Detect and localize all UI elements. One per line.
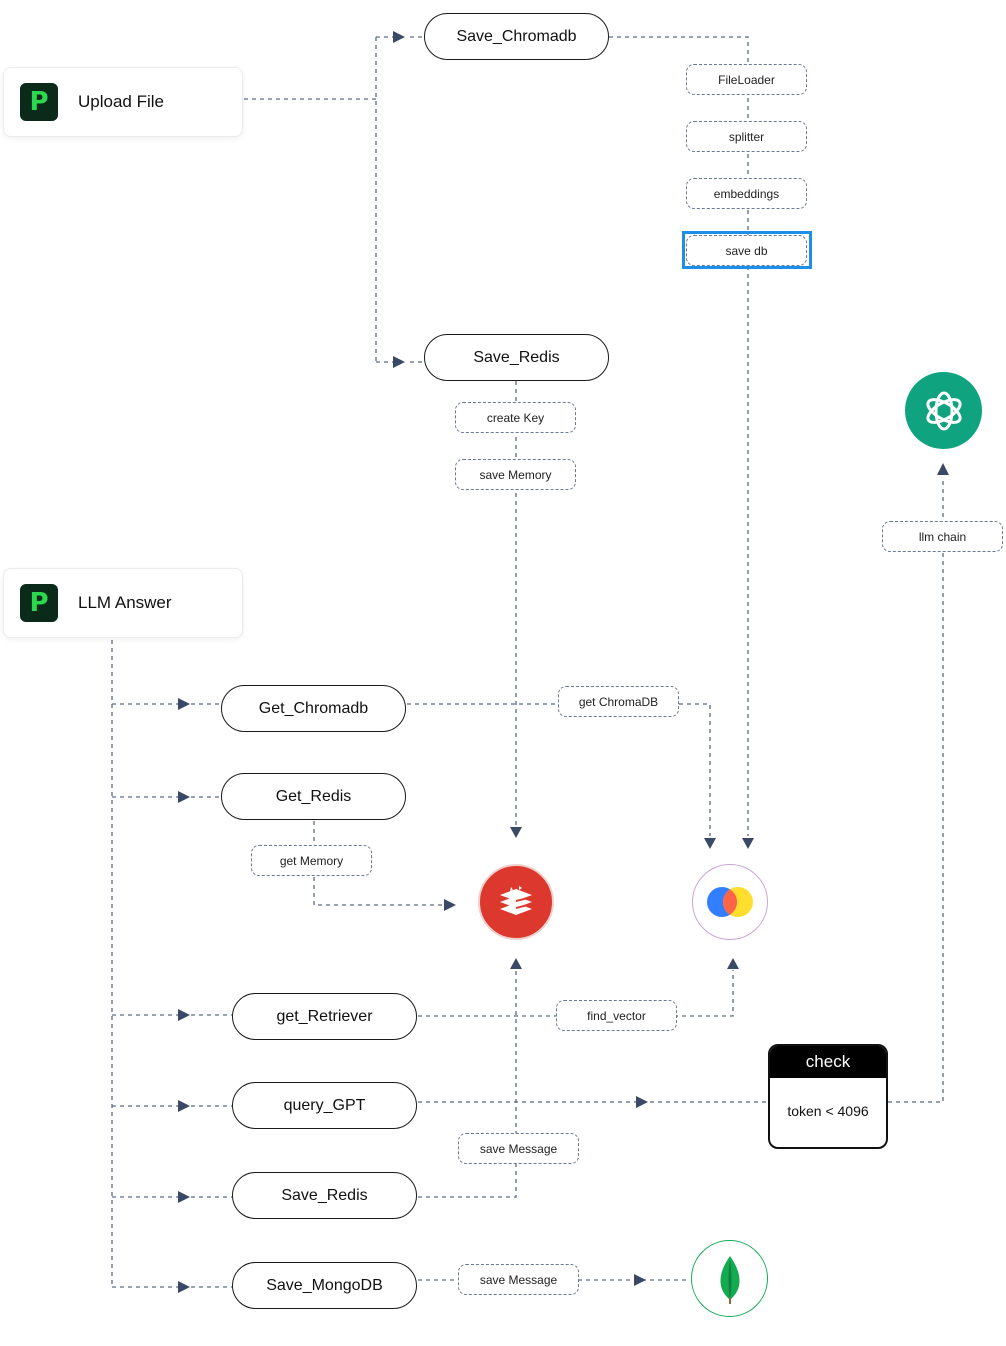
- arrow-to-chroma-from-retriever: [727, 958, 739, 969]
- tag-save-db: save db: [686, 235, 807, 266]
- edge-llm-branches: [112, 703, 232, 1288]
- arrow-to-save-redis-bottom: [178, 1191, 190, 1203]
- mongodb-leaf-icon: [691, 1240, 768, 1317]
- arrow-to-save-chromadb: [393, 31, 405, 43]
- tag-llm-chain: llm chain: [882, 521, 1003, 552]
- arrow-to-get-redis: [178, 791, 190, 803]
- query-gpt-node[interactable]: query_GPT: [232, 1082, 417, 1129]
- arrow-to-openai: [937, 463, 949, 475]
- tag-splitter: splitter: [686, 121, 807, 152]
- edge-get-chromadb: [407, 703, 711, 836]
- tag-save-message-redis: save Message: [458, 1133, 579, 1164]
- edge-save-redis-bottom: [418, 970, 517, 1198]
- save-db-highlight: [682, 231, 812, 269]
- upload-file-label: Upload File: [78, 92, 164, 111]
- chroma-circles-icon: [707, 887, 753, 917]
- redis-stack-icon: [500, 886, 532, 915]
- arrow-to-chroma-from-savedb: [742, 838, 754, 849]
- arrow-to-check: [636, 1096, 648, 1108]
- llm-answer-card[interactable]: P LLM Answer: [3, 568, 243, 638]
- arrow-to-redis-from-bottom: [510, 958, 522, 969]
- mongodb-leaf-shape: [719, 1255, 740, 1304]
- save-redis-top-node[interactable]: Save_Redis: [424, 334, 609, 381]
- edge-retriever: [418, 970, 734, 1017]
- p-app-logo-icon: P: [20, 584, 58, 622]
- p-app-logo-icon: P: [20, 83, 58, 121]
- redis-logo-icon: [478, 864, 554, 940]
- upload-file-card[interactable]: P Upload File: [3, 67, 243, 137]
- save-chromadb-node[interactable]: Save_Chromadb: [424, 13, 609, 60]
- edge-upload-trunk: [244, 36, 424, 363]
- check-title: check: [770, 1046, 886, 1078]
- arrow-to-query-gpt: [178, 1100, 190, 1112]
- arrow-to-redis-from-get: [444, 899, 456, 911]
- save-mongodb-node[interactable]: Save_MongoDB: [232, 1262, 417, 1309]
- llm-answer-label: LLM Answer: [78, 593, 172, 612]
- tag-get-chromadb: get ChromaDB: [558, 686, 679, 717]
- openai-knot-icon: [925, 391, 962, 430]
- arrow-to-save-mongodb: [178, 1281, 190, 1293]
- arrow-to-chroma-from-get: [704, 838, 716, 849]
- get-chromadb-node[interactable]: Get_Chromadb: [221, 685, 406, 732]
- get-retriever-node[interactable]: get_Retriever: [232, 993, 417, 1040]
- chromadb-logo-icon: [692, 864, 768, 940]
- edge-check-to-openai: [888, 478, 944, 1103]
- arrow-to-get-chromadb: [178, 698, 190, 710]
- arrow-to-save-redis-top: [393, 356, 405, 368]
- save-redis-bottom-node[interactable]: Save_Redis: [232, 1172, 417, 1219]
- check-condition: token < 4096: [787, 1103, 869, 1119]
- arrow-to-redis-from-save: [510, 827, 522, 838]
- tag-get-memory: get Memory: [251, 845, 372, 876]
- arrow-to-get-retriever: [178, 1009, 190, 1021]
- tag-create-key: create Key: [455, 402, 576, 433]
- edge-chromadb-pipeline: [609, 36, 749, 836]
- get-redis-node[interactable]: Get_Redis: [221, 773, 406, 820]
- check-node[interactable]: check token < 4096: [768, 1044, 888, 1149]
- tag-find-vector: find_vector: [556, 1000, 677, 1031]
- openai-logo-icon: [905, 372, 982, 449]
- tag-save-message-mongo: save Message: [458, 1264, 579, 1295]
- arrow-to-mongodb: [634, 1274, 646, 1286]
- tag-embeddings: embeddings: [686, 178, 807, 209]
- tag-fileloader: FileLoader: [686, 64, 807, 95]
- tag-save-memory: save Memory: [455, 459, 576, 490]
